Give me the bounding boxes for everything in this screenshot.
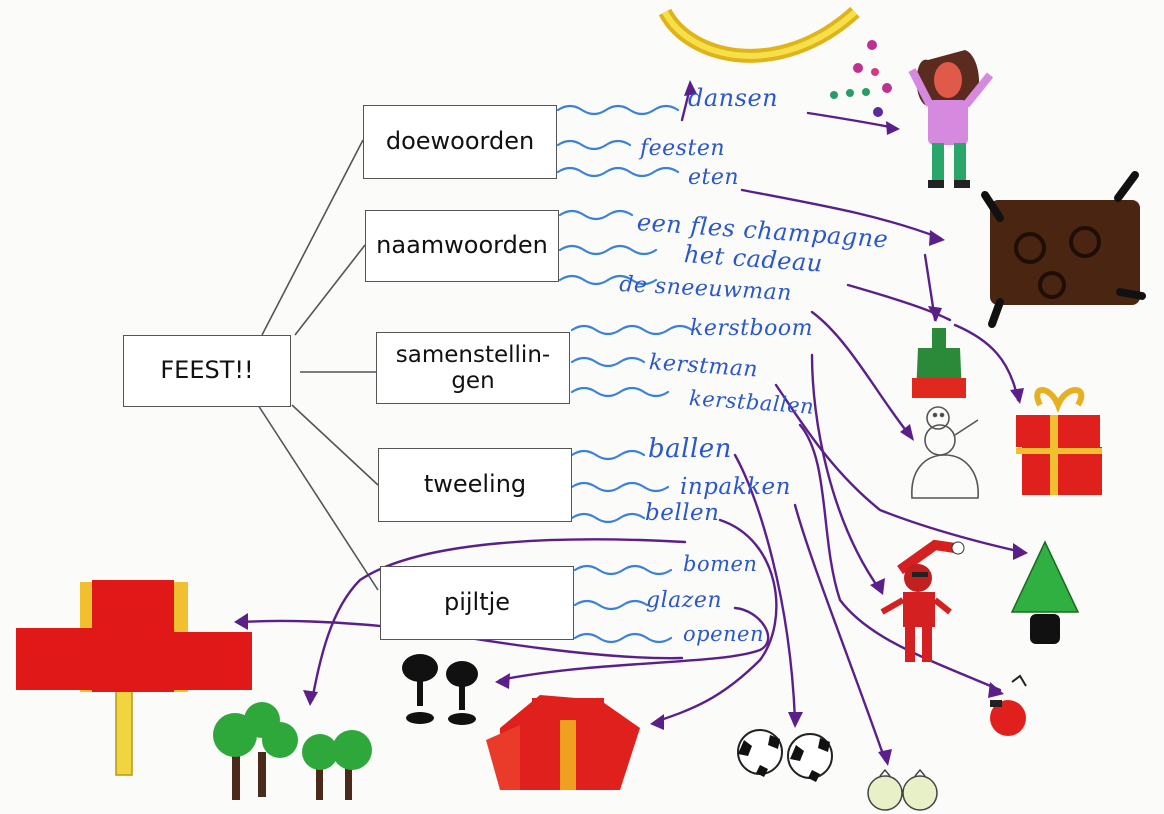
trees-drawing [213,702,372,800]
footballs-drawing [737,729,833,782]
sun-drawing [658,6,860,63]
wine-glasses-drawing [402,654,478,725]
snowman-drawing [911,406,979,499]
word-bomen: bomen [683,552,758,576]
branch-box-samenstellingen: samenstellin- gen [376,332,570,404]
word-inpakken: inpakken [680,474,791,500]
branch-box-pijltje: pijltje [380,566,574,640]
bells-drawing [867,768,938,811]
champagne-bottle-drawing [912,328,966,398]
word-eten: eten [688,165,740,190]
ornament-drawing [990,674,1027,736]
word-ballen: ballen [648,434,732,464]
squiggle-lines [556,104,694,644]
arrow-heads [234,80,1028,766]
center-box: FEEST!! [123,335,291,407]
christmas-tree-drawing [1010,540,1080,644]
branch-box-doewoorden: doewoorden [363,105,557,179]
connector-lines [257,139,379,591]
arrow-lines [238,86,1024,762]
confetti-drawing [830,40,892,117]
dancing-girl-drawing [908,50,994,188]
word-bellen: bellen [645,500,720,526]
word-glazen: glazen [646,588,723,613]
brown-table-drawing [981,171,1146,328]
word-feesten: feesten [640,136,726,161]
gift-drawing [1016,387,1102,495]
red-flag-drawing [16,580,252,776]
word-kerstboom: kerstboom [690,316,813,341]
word-dansen: dansen [688,84,779,112]
branch-box-tweeling: tweeling [378,448,572,522]
word-openen: openen [683,622,764,646]
branch-box-naamwoorden: naamwoorden [365,210,559,282]
open-gift-drawing [486,695,640,790]
santa-drawing [880,539,965,662]
